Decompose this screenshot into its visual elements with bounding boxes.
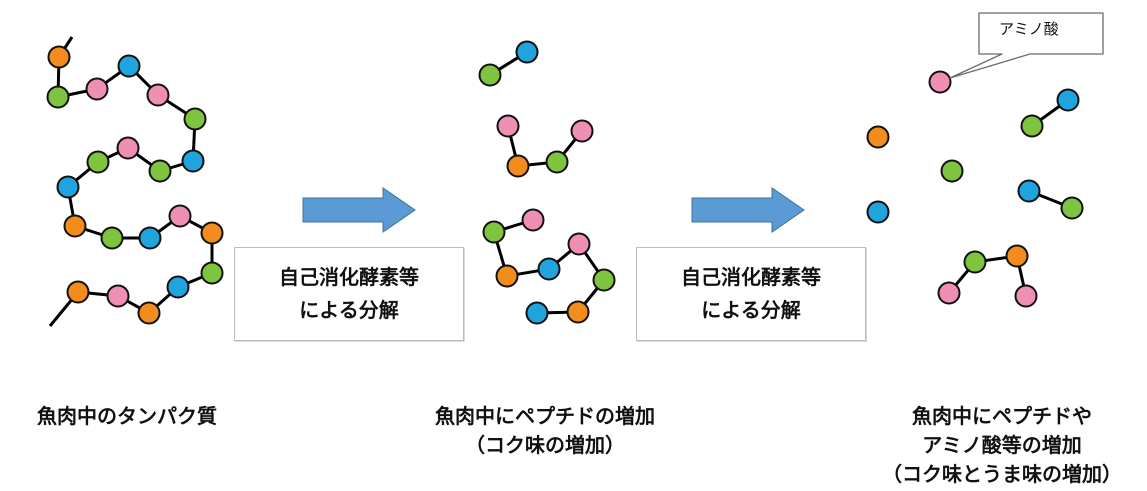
protein-chain-bead-17: [200, 261, 224, 285]
caption-peptide-line-1: 魚肉中にペプチドの増加: [435, 404, 655, 428]
amino-acid-callout-box: [949, 12, 1104, 79]
amino-blue-bead-1: [866, 200, 890, 224]
protein-chain-bead-11: [56, 175, 80, 199]
protein-chain-bead-2: [46, 85, 70, 109]
caption-amino-line-1: 魚肉中にペプチドや: [912, 404, 1092, 428]
amino-acid-label: アミノ酸: [999, 20, 1059, 38]
peptide-2-bead-3: [545, 150, 569, 174]
peptide-5-bead-2: [1060, 196, 1084, 220]
process-label-2: 自己消化酵素等 による分解: [636, 247, 866, 341]
peptide-2-bead-1: [496, 114, 520, 138]
bond-lines: [48, 36, 1073, 327]
peptide-6-bead-3: [1005, 244, 1029, 268]
peptide-3-bead-8: [525, 301, 549, 325]
peptide-3-bead-6: [592, 268, 616, 292]
peptide-4-bead-2: [1056, 88, 1080, 112]
peptide-6-bonds: [947, 254, 1028, 297]
peptide-3-bead-5: [567, 232, 591, 256]
protein-chain-bead-13: [100, 226, 124, 250]
peptide-3-bead-4: [537, 257, 561, 281]
peptide-1-bead-1: [478, 63, 502, 87]
protein-chain-bead-21: [66, 280, 90, 304]
process-arrow-2: [691, 187, 805, 233]
protein-chain-bead-5: [146, 83, 170, 107]
peptide-2-bead-2: [506, 154, 530, 178]
caption-peptide-line-2: （コク味の増加）: [465, 433, 625, 457]
protein-chain-bead-1: [47, 45, 71, 69]
protein-chain-bead-6: [183, 107, 207, 131]
protein-chain-bead-14: [138, 226, 162, 250]
amino-green-bead-1: [940, 159, 964, 183]
caption-protein-line-1: 魚肉中のタンパク質: [37, 404, 217, 428]
peptide-6-bead-1: [937, 281, 961, 305]
peptide-6-bead-2: [963, 250, 987, 274]
process-label-1-line-1: 自己消化酵素等: [279, 265, 419, 289]
peptide-5-bead-1: [1017, 179, 1041, 203]
protein-chain-bead-12: [63, 214, 87, 238]
amino-acid-callout: [949, 12, 1104, 79]
caption-amino-line-3: （コク味とうま味の増加）: [882, 462, 1122, 486]
peptide-6-bead-4: [1014, 284, 1038, 308]
process-label-2-line-1: 自己消化酵素等: [681, 265, 821, 289]
process-arrows: [302, 187, 805, 233]
protein-chain-bead-16: [200, 221, 224, 245]
caption-peptide: 魚肉中にペプチドの増加 （コク味の増加）: [395, 402, 695, 460]
protein-chain-bead-15: [168, 204, 192, 228]
amino-orange-bead-1: [866, 125, 890, 149]
process-label-1: 自己消化酵素等 による分解: [234, 247, 464, 341]
caption-peptide-amino: 魚肉中にペプチドや アミノ酸等の増加 （コク味とうま味の増加）: [860, 402, 1144, 489]
protein-chain-bead-20: [106, 284, 130, 308]
amino-pink-bead-1: [928, 70, 952, 94]
peptide-2-bonds: [506, 125, 584, 168]
protein-chain-bead-18: [166, 275, 190, 299]
protein-chain-bead-8: [148, 159, 172, 183]
peptide-4-bead-1: [1020, 114, 1044, 138]
peptide-3-bead-2: [482, 220, 506, 244]
process-arrow-1: [302, 187, 416, 233]
protein-chain-bonds: [56, 56, 214, 315]
process-label-2-line-2: による分解: [701, 298, 801, 322]
peptide-3-bead-7: [566, 300, 590, 324]
peptide-2-bead-4: [570, 119, 594, 143]
process-label-1-line-2: による分解: [299, 298, 399, 322]
peptide-1-bead-2: [515, 40, 539, 64]
protein-chain-bead-10: [86, 150, 110, 174]
protein-chain-bead-9: [116, 136, 140, 160]
protein-chain-bead-3: [85, 77, 109, 101]
peptide-3-bead-3: [495, 264, 519, 288]
caption-protein: 魚肉中のタンパク質: [2, 402, 252, 431]
amino-acid-beads: [46, 40, 1084, 325]
protein-chain-bead-4: [117, 54, 141, 78]
protein-chain-bead-19: [137, 301, 161, 325]
peptide-3-bead-1: [521, 208, 545, 232]
caption-amino-line-2: アミノ酸等の増加: [922, 433, 1082, 457]
protein-chain-bead-7: [181, 149, 205, 173]
